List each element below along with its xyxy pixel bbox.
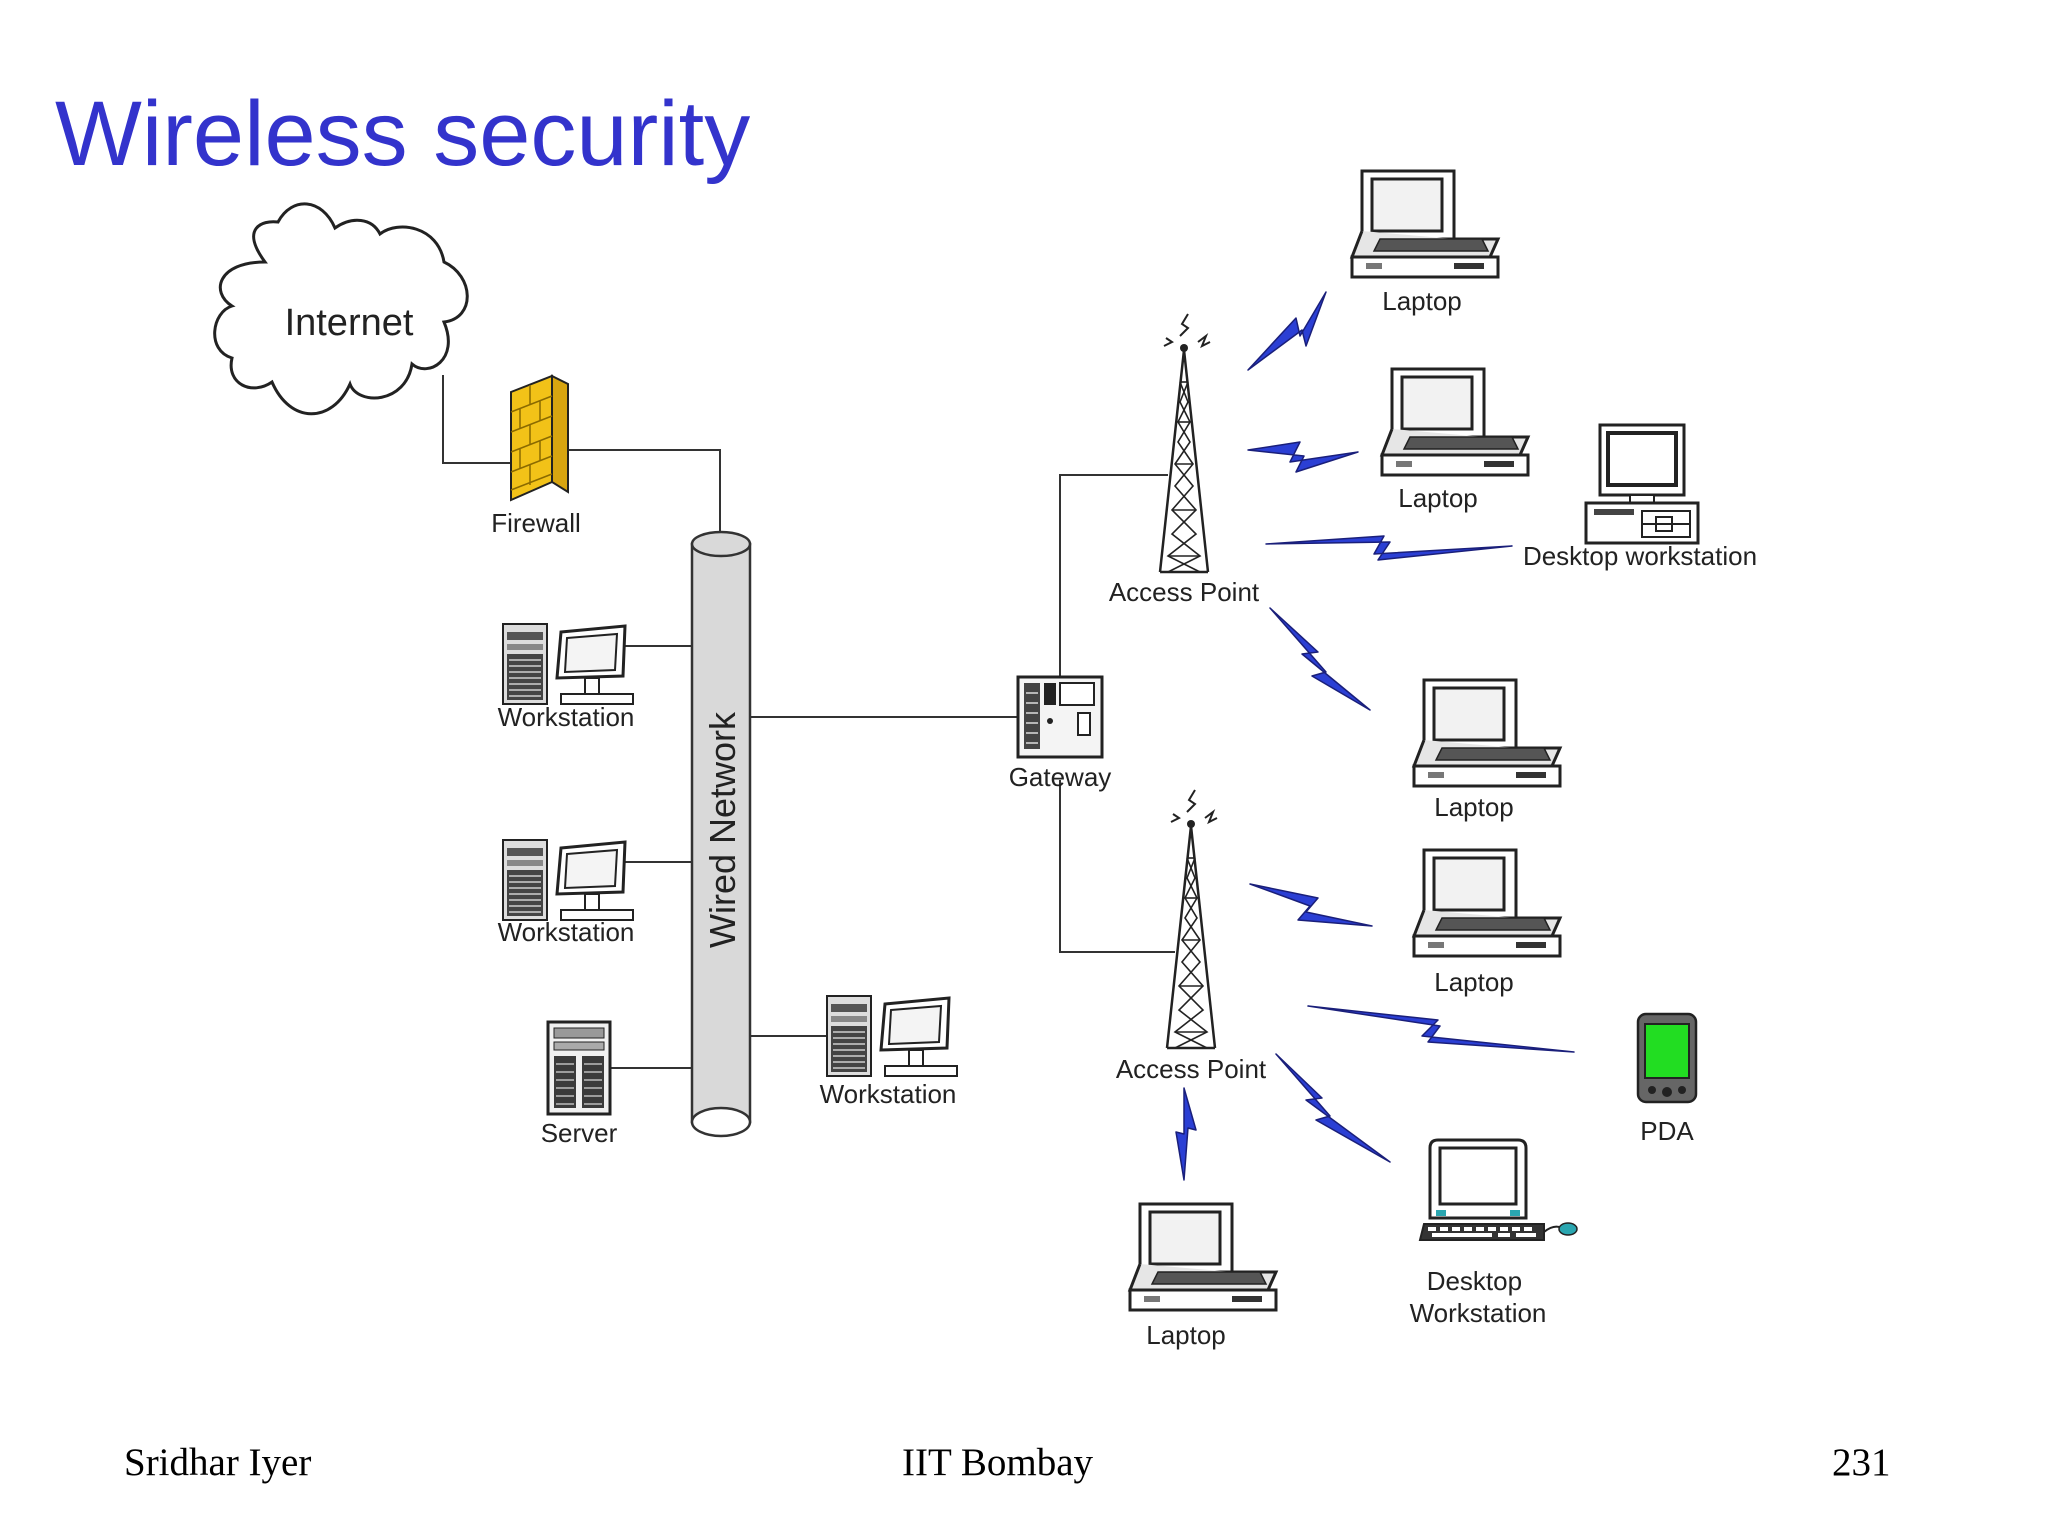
antenna-tower-icon [1158,312,1212,574]
wireless-links [1175,291,1575,1181]
laptop-icon [1380,367,1530,477]
wired-workstation-label: Workstation [498,917,635,947]
wireless-laptop [1380,367,1530,477]
slide-title: Wireless security [55,83,751,185]
wired-workstation-label: Workstation [498,702,635,732]
footer-author: Sridhar Iyer [124,1441,312,1484]
wireless-laptop [1350,169,1500,279]
desktop-icon [1418,1138,1579,1242]
wireless-desktop-workstation [1418,1138,1579,1242]
antenna-tower-icon [1165,788,1219,1050]
laptop-icon [1350,169,1500,279]
lightning-icon [1249,883,1373,927]
footer-page-number: 231 [1832,1441,1891,1484]
wireless-pda [1636,1012,1698,1104]
desktop-workstation-line: Desktop [1427,1266,1522,1296]
cloud-icon [213,202,469,416]
pda-label: PDA [1640,1116,1694,1146]
lightning-icon [1307,1005,1575,1053]
desktop-icon [1584,423,1700,545]
workstation-icon [825,994,959,1078]
wireless-laptop [1412,678,1562,788]
wireless-laptop-label: Laptop [1434,967,1514,997]
wireless-laptop [1412,848,1562,958]
workstation-icon [501,622,635,706]
workstation-icon [501,838,635,922]
lightning-icon [1269,607,1371,711]
gateway-icon [1016,675,1104,759]
access-point-label: Access Point [1116,1054,1267,1084]
access-point-label: Access Point [1109,577,1260,607]
firewall: Firewall [491,374,581,538]
wireless-desktop-workstation [1584,423,1700,545]
lightning-icon [1265,535,1513,561]
laptop-icon [1128,1202,1278,1312]
server-label: Server [541,1118,618,1148]
server-icon [546,1020,612,1116]
backbone-label: Wired Network [702,711,743,948]
wireless-laptop-label: Laptop [1434,792,1514,822]
desktop-workstation-label: Desktop workstation [1523,541,1757,571]
wired-workstation [501,622,635,706]
gateway-label: Gateway [1009,762,1112,792]
pda-icon [1636,1012,1698,1104]
firewall-label: Firewall [491,508,581,538]
wireless-laptop-label: Laptop [1398,483,1478,513]
lightning-icon [1275,1053,1391,1163]
wireless-laptop-label: Laptop [1146,1320,1226,1350]
wired-workstation-label: Workstation [820,1079,957,1109]
wired-workstation [825,994,959,1078]
wireless-laptop [1128,1202,1278,1312]
gateway [1016,675,1104,759]
desktop-workstation-label: Desktop Workstation [1410,1266,1547,1328]
wired-links [442,375,1175,1069]
server [546,1020,612,1116]
footer-institution: IIT Bombay [902,1441,1094,1484]
internet-cloud: Internet [213,202,469,416]
lightning-icon [1247,441,1359,473]
access-point [1165,788,1219,1050]
cloud-label: Internet [285,302,414,344]
lightning-icon [1247,291,1327,371]
desktop-workstation-line: Workstation [1410,1298,1547,1328]
access-point [1158,312,1212,574]
laptop-icon [1412,678,1562,788]
wireless-laptop-label: Laptop [1382,286,1462,316]
wired-network-backbone: Wired Network [690,530,752,1138]
laptop-icon [1412,848,1562,958]
lightning-icon [1175,1087,1197,1181]
wired-workstation [501,838,635,922]
firewall-icon [510,374,569,502]
